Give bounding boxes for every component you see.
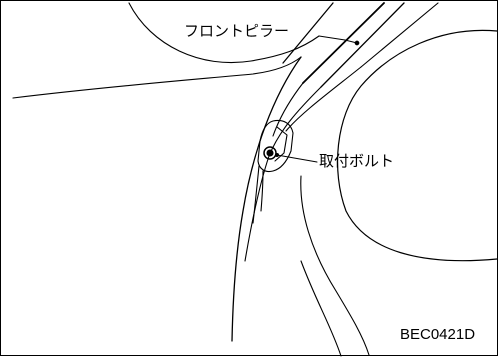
pillar-trim-mid-edge [272,82,304,137]
mounting-bolt-inner [266,149,274,157]
right-large-curve [337,29,498,262]
pillar-strip-2 [302,2,385,84]
body-horizontal-line [12,56,302,99]
mounting-bolt-label: 取付ボルト [319,152,395,170]
pillar-strip-4 [360,2,439,68]
right-bottom-curve [300,175,370,356]
pillar-strip-3 [320,2,405,88]
pillar-trim-left-edge [231,56,302,342]
bracket-lower [252,165,260,224]
mounting-bolt-outer [263,146,277,160]
left-upper-curve [128,2,320,64]
bracket-rib [260,170,264,212]
leader-front-pillar-dot [354,40,360,46]
pillar-lower-sweep [285,66,362,132]
front-pillar-label: フロントピラー [184,22,290,40]
figure-code: BEC0421D [400,326,476,343]
leader-bolt [276,154,318,163]
pillar-strip-1 [282,2,334,64]
right-lower-arc [300,260,342,357]
leader-bolt-dot [274,152,280,158]
bracket-inner [274,126,288,162]
leader-front-pillar [318,35,358,44]
bracket-outline [257,119,294,173]
